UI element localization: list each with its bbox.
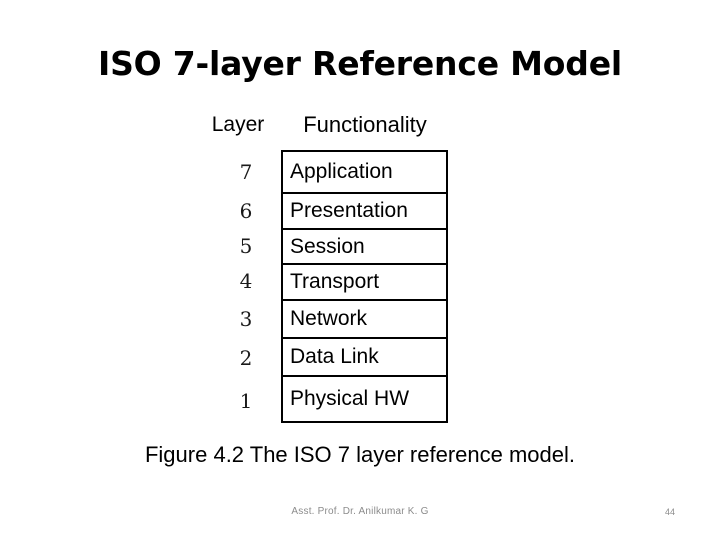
layer-number: 7 — [239, 160, 253, 184]
layer-row-transport: Transport — [283, 265, 446, 301]
layer-row-network: Network — [283, 301, 446, 339]
layer-row-session: Session — [283, 230, 446, 265]
layer-stack: Application Presentation Session Transpo… — [281, 150, 448, 423]
layer-number: 2 — [239, 346, 253, 370]
column-header-layer: Layer — [211, 113, 265, 136]
footer-author: Asst. Prof. Dr. Anilkumar K. G — [291, 506, 429, 517]
layer-number: 1 — [239, 389, 253, 413]
layer-row-physical-hw: Physical HW — [290, 387, 410, 410]
page-title: ISO 7-layer Reference Model — [97, 44, 622, 83]
layer-number: 6 — [239, 199, 253, 223]
layer-row-presentation: Presentation — [283, 194, 446, 230]
layer-row-application: Application — [283, 152, 446, 194]
layer-number: 5 — [239, 234, 253, 258]
footer-slide-number: 44 — [664, 507, 675, 517]
layer-number-column: 7 6 5 4 3 2 1 — [226, 150, 266, 422]
layer-number: 3 — [239, 307, 253, 331]
column-header-functionality: Functionality — [303, 112, 427, 137]
layer-number: 4 — [239, 269, 253, 293]
figure-caption: Figure 4.2 The ISO 7 layer reference mod… — [144, 442, 576, 467]
layer-row-data-link: Data Link — [283, 339, 446, 377]
